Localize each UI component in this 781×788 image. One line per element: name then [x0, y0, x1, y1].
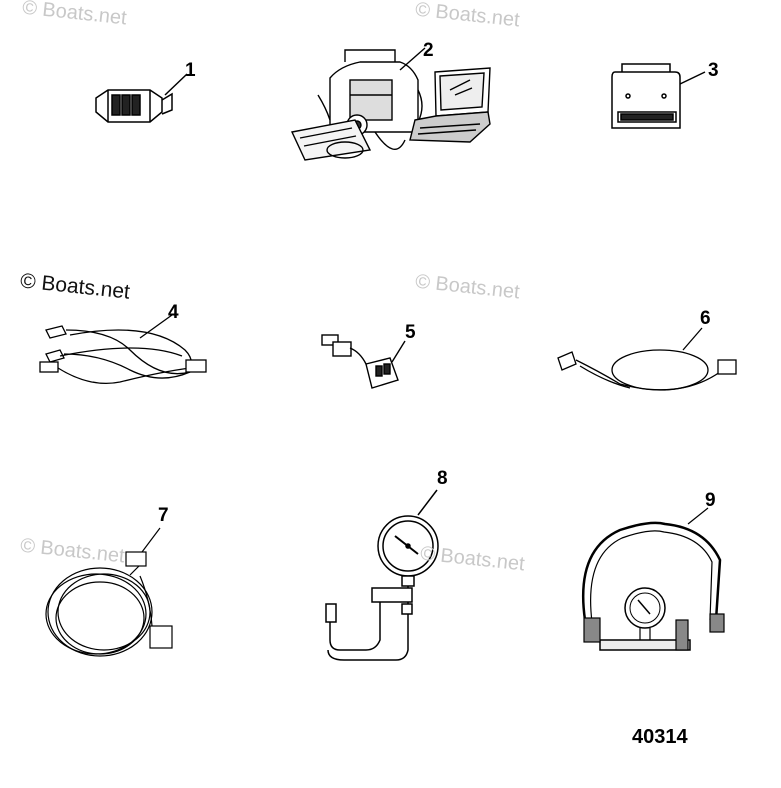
part-5-adapter-illustration: [321, 334, 406, 389]
callout-4: 4: [168, 302, 179, 323]
part-9-gauge-hose-illustration: [581, 507, 725, 651]
part-7-extension-cable-illustration: [45, 527, 173, 657]
callout-3: 3: [708, 60, 719, 81]
callout-8: 8: [437, 468, 448, 489]
part-8-pressure-gauge-illustration: [325, 489, 439, 661]
part-6-cable-illustration: [557, 327, 737, 391]
part-3-module-box-illustration: [611, 63, 706, 129]
callout-9: 9: [705, 490, 716, 511]
part-4-harness-illustration: [39, 314, 207, 385]
callout-6: 6: [700, 308, 711, 329]
part-2-diagnostic-kit-illustration: [290, 47, 491, 161]
callout-1: 1: [185, 60, 196, 81]
figure-number: 40314: [632, 726, 688, 748]
callout-5: 5: [405, 322, 416, 343]
callout-2: 2: [423, 40, 434, 61]
part-1-connector-illustration: [95, 73, 188, 123]
callout-7: 7: [158, 505, 169, 526]
